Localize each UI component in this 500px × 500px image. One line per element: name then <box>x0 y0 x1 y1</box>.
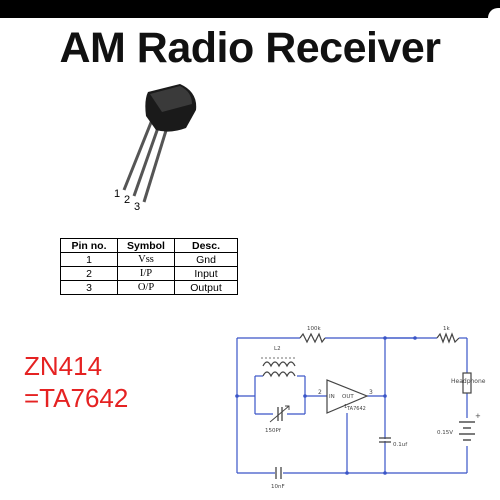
headphone-symbol <box>462 372 472 394</box>
equivalence-line-2: =TA7642 <box>24 383 129 413</box>
label-battery-plus: + <box>475 412 481 420</box>
junction-dots <box>235 336 417 475</box>
label-ic-pin3: 3 <box>369 389 373 396</box>
pin-symbol-cell: Vss <box>117 252 175 267</box>
ic-triangle <box>326 379 369 414</box>
top-border-bar <box>0 0 500 18</box>
pin-number-1: 1 <box>114 188 120 200</box>
label-inductor: L2 <box>274 346 281 352</box>
transistor-illustration: 1 2 3 <box>114 84 197 213</box>
transistor-leg-1 <box>122 119 154 191</box>
label-r-top: 100k <box>307 326 321 332</box>
pin-number-cell: 3 <box>60 280 118 295</box>
label-headphone: Headphone <box>451 378 486 385</box>
label-ic-out: OUT <box>342 394 354 400</box>
label-r-right: 1k <box>443 326 450 332</box>
pin-number-cell: 1 <box>60 252 118 267</box>
page-title: AM Radio Receiver <box>59 24 441 72</box>
transistor-leg-3 <box>142 123 170 203</box>
label-var-cap: 150Pf <box>265 428 282 434</box>
pin-desc-cell: Input <box>174 266 238 281</box>
capacitor-0.1uf <box>379 437 391 443</box>
label-ic-pin1: 1 <box>344 404 347 410</box>
variable-capacitor <box>269 405 290 423</box>
pin-desc-cell: Gnd <box>174 252 238 267</box>
pin-table-header: Pin no. <box>60 238 118 253</box>
table-row: 2 I/P Input <box>60 266 238 281</box>
pin-table-header: Symbol <box>117 238 175 253</box>
label-ic-pin2: 2 <box>318 389 322 396</box>
label-battery: 0.15V <box>437 430 453 436</box>
pin-table-header: Desc. <box>174 238 238 253</box>
circuit-wires <box>236 337 468 474</box>
inductor-coil <box>262 361 296 368</box>
label-ic-name: TA7642 <box>346 406 366 412</box>
resistor-100k <box>299 332 326 344</box>
ic-equivalence-note: ZN414 =TA7642 <box>24 350 128 414</box>
table-row: 3 O/P Output <box>60 280 238 295</box>
label-cap-mid: 0.1uf <box>393 442 408 448</box>
pin-table: Pin no. Symbol Desc. 1 Vss Gnd 2 I/P Inp… <box>60 238 238 295</box>
pin-table-header-row: Pin no. Symbol Desc. <box>60 238 238 253</box>
label-ic-in: IN <box>329 394 335 400</box>
pin-number-2: 2 <box>124 194 130 206</box>
pin-number-cell: 2 <box>60 266 118 281</box>
pin-desc-cell: Output <box>174 280 238 295</box>
transistor-leg-2 <box>132 121 162 197</box>
table-row: 1 Vss Gnd <box>60 252 238 267</box>
pin-number-3: 3 <box>134 201 140 213</box>
circuit-schematic: 100k 1k L2 150Pf 2 IN OUT 3 1 TA7642 0.1… <box>235 326 486 490</box>
battery-symbol <box>459 421 475 441</box>
resistor-1k <box>436 332 460 344</box>
capacitor-10nf <box>275 467 282 479</box>
label-cap-bottom: 10nF <box>271 484 285 490</box>
pin-symbol-cell: O/P <box>117 280 175 295</box>
equivalence-line-1: ZN414 <box>24 351 103 381</box>
pin-symbol-cell: I/P <box>117 266 175 281</box>
